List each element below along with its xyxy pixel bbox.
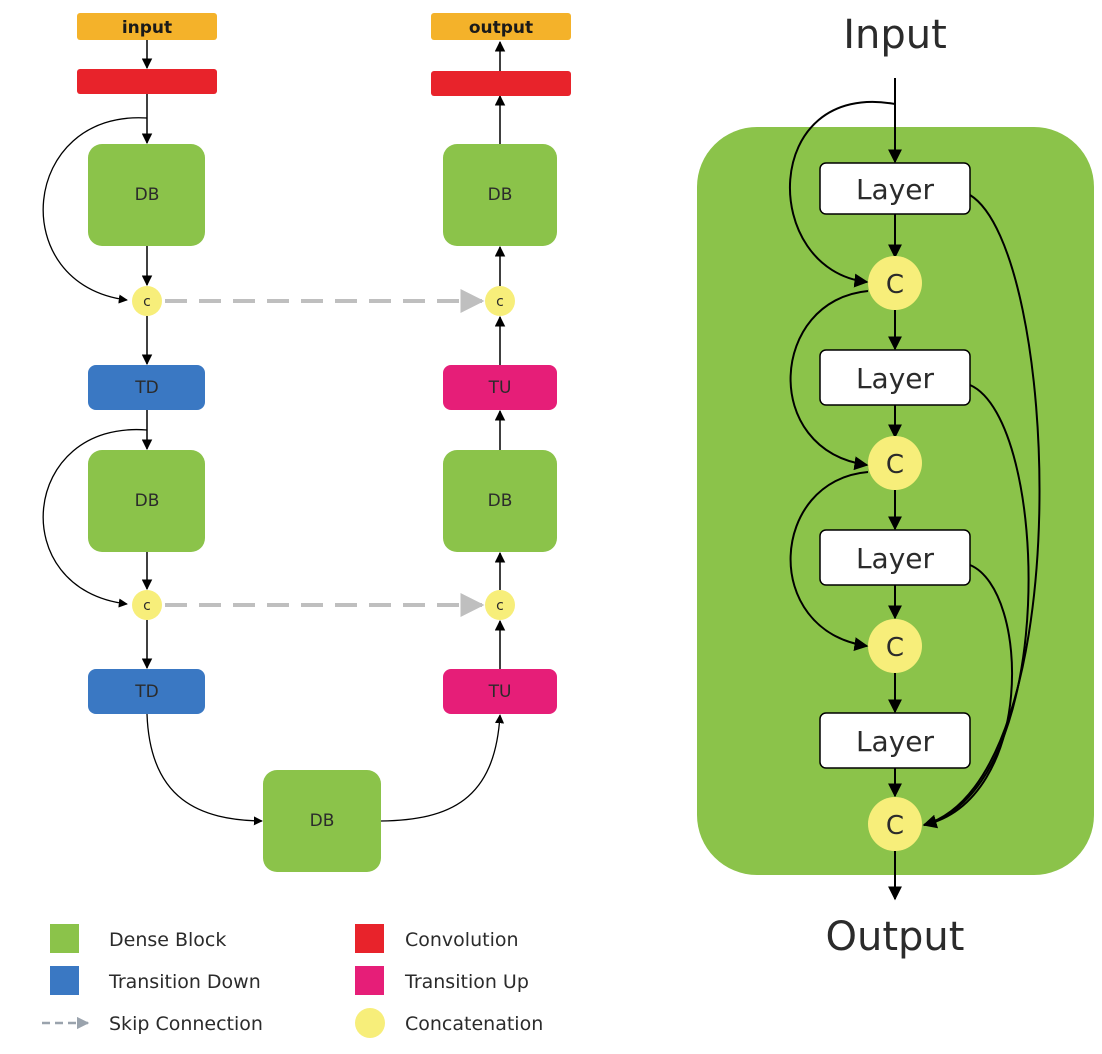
legend-label-concatenation: Concatenation <box>405 1013 543 1035</box>
input-box <box>77 13 217 40</box>
transition-down-1 <box>88 365 205 410</box>
right-input-label: Input <box>843 12 947 58</box>
svg-text:Layer: Layer <box>856 725 935 758</box>
output-label: output <box>469 18 533 38</box>
legend-swatch-dense-block <box>50 924 79 953</box>
legend-label-skip-connection: Skip Connection <box>109 1013 263 1035</box>
concat-node-left-2 <box>132 590 162 620</box>
right-output-label: Output <box>826 914 965 960</box>
legend-swatch-transition-down <box>50 966 79 995</box>
transition-up-2 <box>443 669 557 714</box>
svg-text:Layer: Layer <box>856 173 935 206</box>
dense-block-up-1 <box>443 144 557 246</box>
svg-text:C: C <box>886 270 904 300</box>
dense-block-1 <box>88 144 205 246</box>
svg-text:c: c <box>143 598 151 614</box>
svg-text:c: c <box>496 598 504 614</box>
svg-text:TU: TU <box>488 378 512 398</box>
concat-node-c3 <box>868 619 922 673</box>
dense-block-1-label: DB <box>135 185 160 205</box>
input-label: input <box>122 18 172 38</box>
legend-swatch-transition-up <box>355 966 384 995</box>
svg-text:TU: TU <box>488 682 512 702</box>
svg-text:DB: DB <box>488 491 513 511</box>
concat-node-left-1 <box>132 286 162 316</box>
concat-node-c4 <box>868 797 922 851</box>
concat-node-c1 <box>868 256 922 310</box>
dense-block-bottleneck <box>263 770 381 872</box>
concat-node-c2 <box>868 436 922 490</box>
legend-label-convolution: Convolution <box>405 929 519 951</box>
svg-text:Layer: Layer <box>856 542 935 575</box>
left-diagram: input DB c TD DB c TD DB <box>42 13 571 872</box>
svg-text:c: c <box>143 294 151 310</box>
legend-label-dense-block: Dense Block <box>109 929 226 951</box>
svg-text:Layer: Layer <box>856 362 935 395</box>
legend-label-transition-down: Transition Down <box>108 971 261 993</box>
svg-text:DB: DB <box>135 491 160 511</box>
legend-swatch-concatenation <box>355 1008 385 1038</box>
output-box <box>431 13 571 40</box>
right-diagram: Input Output Layer C Layer C Layer C Lay… <box>697 12 1094 960</box>
transition-down-2 <box>88 669 205 714</box>
svg-text:C: C <box>886 811 904 841</box>
svg-text:DB: DB <box>488 185 513 205</box>
legend: Dense Block Convolution Transition Down … <box>42 924 543 1038</box>
svg-text:TD: TD <box>134 682 158 702</box>
svg-text:C: C <box>886 450 904 480</box>
convolution-block-left <box>77 69 217 94</box>
svg-text:c: c <box>496 294 504 310</box>
svg-text:C: C <box>886 633 904 663</box>
legend-swatch-convolution <box>355 924 384 953</box>
concat-node-right-2 <box>485 590 515 620</box>
dense-block-up-2 <box>443 450 557 552</box>
dense-block-2 <box>88 450 205 552</box>
concat-node-right-1 <box>485 286 515 316</box>
convolution-block-right <box>431 71 571 96</box>
legend-label-transition-up: Transition Up <box>404 971 529 993</box>
transition-up-1 <box>443 365 557 410</box>
svg-text:DB: DB <box>310 811 335 831</box>
svg-text:TD: TD <box>134 378 158 398</box>
